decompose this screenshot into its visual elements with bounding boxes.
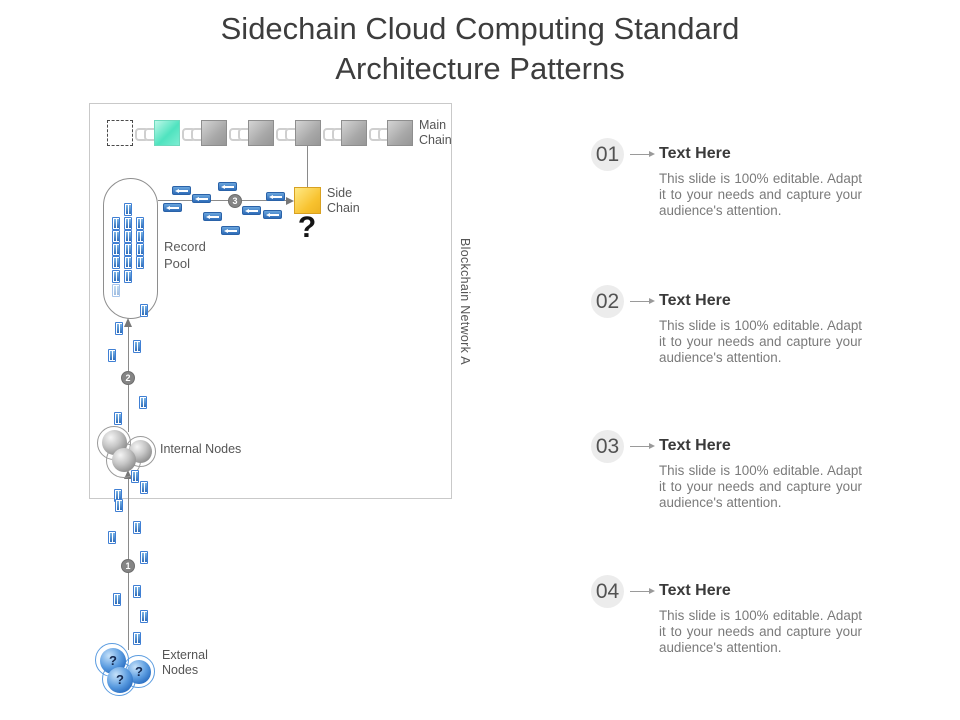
connector-line bbox=[307, 146, 308, 187]
record-icon bbox=[124, 230, 132, 243]
slide-title-line1: Sidechain Cloud Computing Standard bbox=[220, 11, 740, 46]
record-icon bbox=[112, 256, 120, 269]
chain-link-icon bbox=[135, 128, 158, 141]
record-icon bbox=[140, 610, 148, 623]
record-icon bbox=[133, 585, 141, 598]
record-icon bbox=[112, 270, 120, 283]
arrow-right-icon bbox=[630, 587, 655, 596]
record-icon bbox=[124, 217, 132, 230]
step-badge-1: 1 bbox=[121, 559, 135, 573]
record-icon bbox=[108, 349, 116, 362]
record-icon bbox=[139, 396, 147, 409]
record-transfer-icon bbox=[263, 210, 282, 219]
external-node-sphere: ? bbox=[107, 667, 133, 693]
record-icon bbox=[112, 284, 120, 297]
side-chain-block bbox=[294, 187, 321, 214]
record-transfer-icon bbox=[242, 206, 261, 215]
chain-link-icon bbox=[182, 128, 205, 141]
record-icon bbox=[136, 256, 144, 269]
record-transfer-icon bbox=[221, 226, 240, 235]
record-icon bbox=[124, 256, 132, 269]
record-icon bbox=[136, 217, 144, 230]
chain-block bbox=[248, 120, 274, 146]
external-nodes-label: External Nodes bbox=[162, 648, 208, 677]
record-icon bbox=[131, 470, 139, 483]
record-icon bbox=[136, 230, 144, 243]
record-icon bbox=[112, 217, 120, 230]
chain-block bbox=[387, 120, 413, 146]
record-transfer-icon bbox=[266, 192, 285, 201]
chain-link-icon bbox=[323, 128, 346, 141]
record-transfer-icon bbox=[172, 186, 191, 195]
list-item-03: 03 Text Here This slide is 100% editable… bbox=[591, 430, 891, 540]
record-icon bbox=[140, 551, 148, 564]
record-icon bbox=[112, 243, 120, 256]
item-number-badge: 03 bbox=[591, 430, 624, 463]
chain-link-icon bbox=[369, 128, 392, 141]
side-chain-label: Side Chain bbox=[327, 186, 360, 215]
step-badge-2: 2 bbox=[121, 371, 135, 385]
chain-link-icon bbox=[276, 128, 299, 141]
record-pool-label: Record Pool bbox=[164, 239, 206, 271]
list-item-02: 02 Text Here This slide is 100% editable… bbox=[591, 285, 891, 395]
record-transfer-icon bbox=[218, 182, 237, 191]
record-icon bbox=[124, 270, 132, 283]
record-icon bbox=[112, 230, 120, 243]
record-icon bbox=[108, 531, 116, 544]
item-body-text: This slide is 100% editable. Adapt it to… bbox=[659, 463, 862, 510]
chain-block bbox=[154, 120, 180, 146]
record-transfer-icon bbox=[163, 203, 182, 212]
arrow-right-icon bbox=[630, 150, 655, 159]
chain-block bbox=[295, 120, 321, 146]
chain-link-icon bbox=[229, 128, 252, 141]
record-icon bbox=[113, 593, 121, 606]
list-item-01: 01 Text Here This slide is 100% editable… bbox=[591, 138, 891, 248]
record-transfer-icon bbox=[192, 194, 211, 203]
main-chain-label: Main Chain bbox=[419, 118, 452, 147]
question-mark: ? bbox=[297, 211, 317, 244]
record-icon bbox=[133, 521, 141, 534]
item-body-text: This slide is 100% editable. Adapt it to… bbox=[659, 608, 862, 655]
arrowhead-right bbox=[286, 197, 294, 205]
item-body-text: This slide is 100% editable. Adapt it to… bbox=[659, 171, 862, 218]
item-number-badge: 02 bbox=[591, 285, 624, 318]
internal-nodes-label: Internal Nodes bbox=[160, 442, 242, 456]
record-icon bbox=[140, 481, 148, 494]
record-icon bbox=[124, 243, 132, 256]
record-icon bbox=[115, 322, 123, 335]
record-icon bbox=[136, 243, 144, 256]
chain-block bbox=[341, 120, 367, 146]
record-icon bbox=[133, 632, 141, 645]
item-heading: Text Here bbox=[659, 437, 731, 454]
arrowhead-up bbox=[124, 318, 132, 327]
record-icon bbox=[115, 499, 123, 512]
item-body-text: This slide is 100% editable. Adapt it to… bbox=[659, 318, 862, 365]
record-icon bbox=[114, 412, 122, 425]
record-icon bbox=[140, 304, 148, 317]
record-transfer-icon bbox=[203, 212, 222, 221]
step-badge-3: 3 bbox=[228, 194, 242, 208]
connector-line bbox=[158, 200, 287, 201]
slide-title-line2: Architecture Patterns bbox=[335, 51, 625, 86]
record-icon bbox=[124, 203, 132, 216]
arrow-right-icon bbox=[630, 442, 655, 451]
item-number-badge: 01 bbox=[591, 138, 624, 171]
chain-block bbox=[107, 120, 133, 146]
item-heading: Text Here bbox=[659, 582, 731, 599]
chain-block bbox=[201, 120, 227, 146]
item-heading: Text Here bbox=[659, 145, 731, 162]
item-heading: Text Here bbox=[659, 292, 731, 309]
internal-node-sphere bbox=[112, 448, 136, 472]
blockchain-network-label: Blockchain Network A bbox=[458, 238, 472, 365]
list-item-04: 04 Text Here This slide is 100% editable… bbox=[591, 575, 891, 685]
item-number-badge: 04 bbox=[591, 575, 624, 608]
arrow-right-icon bbox=[630, 297, 655, 306]
record-icon bbox=[133, 340, 141, 353]
